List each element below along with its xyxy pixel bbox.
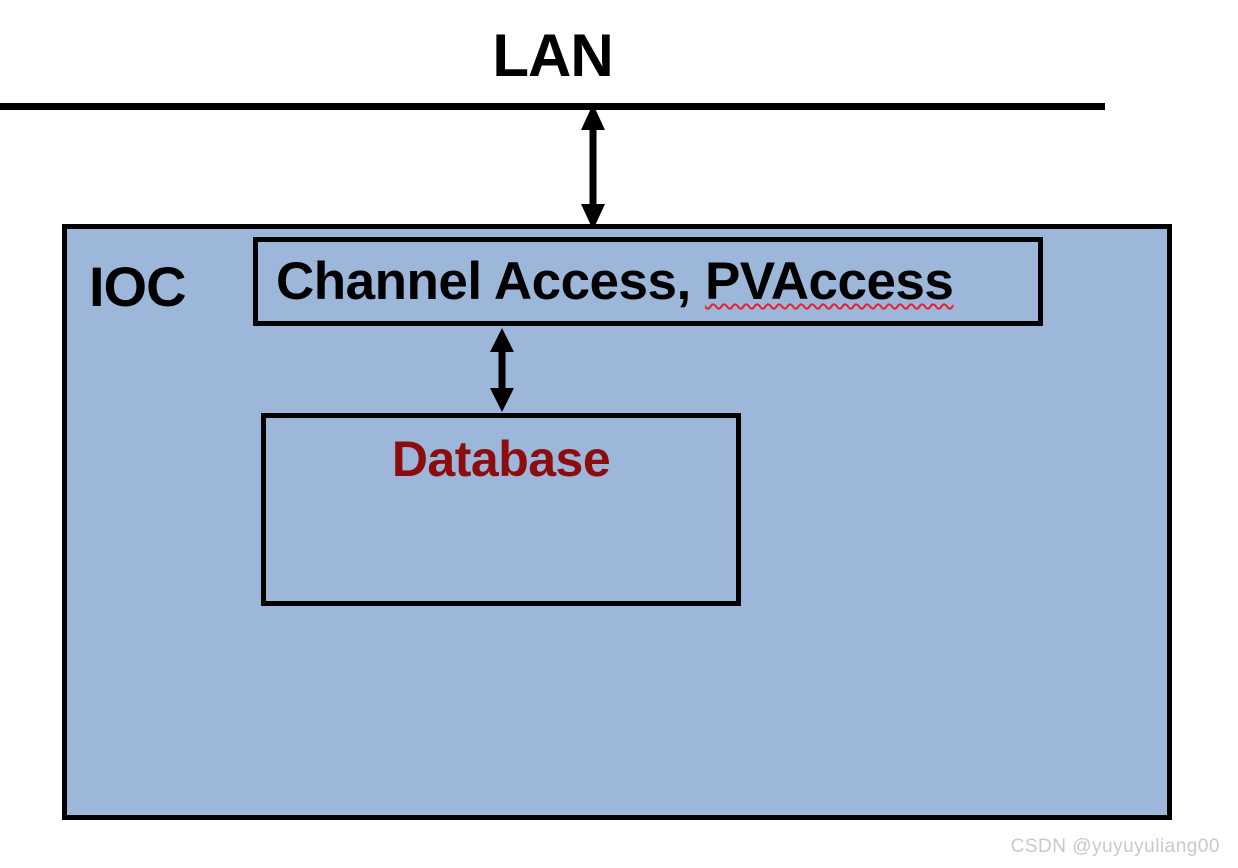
ioc-label: IOC bbox=[89, 255, 187, 318]
csdn-watermark: CSDN @yuyuyuliang00 bbox=[1010, 836, 1220, 857]
channel-access-box: Channel Access, PVAccess bbox=[253, 237, 1043, 326]
lan-label: LAN bbox=[492, 22, 613, 89]
channel-access-label-plain: Channel Access, bbox=[276, 252, 705, 311]
pvaccess-label-misspelled: PVAccess bbox=[704, 252, 954, 311]
lan-to-ioc-arrow bbox=[581, 104, 605, 230]
database-label: Database bbox=[391, 431, 611, 487]
channel-access-to-database-arrow bbox=[490, 328, 514, 412]
lan-bus-line bbox=[0, 103, 1105, 110]
channel-access-label: Channel Access, PVAccess bbox=[258, 252, 954, 311]
database-box: Database bbox=[261, 413, 741, 606]
